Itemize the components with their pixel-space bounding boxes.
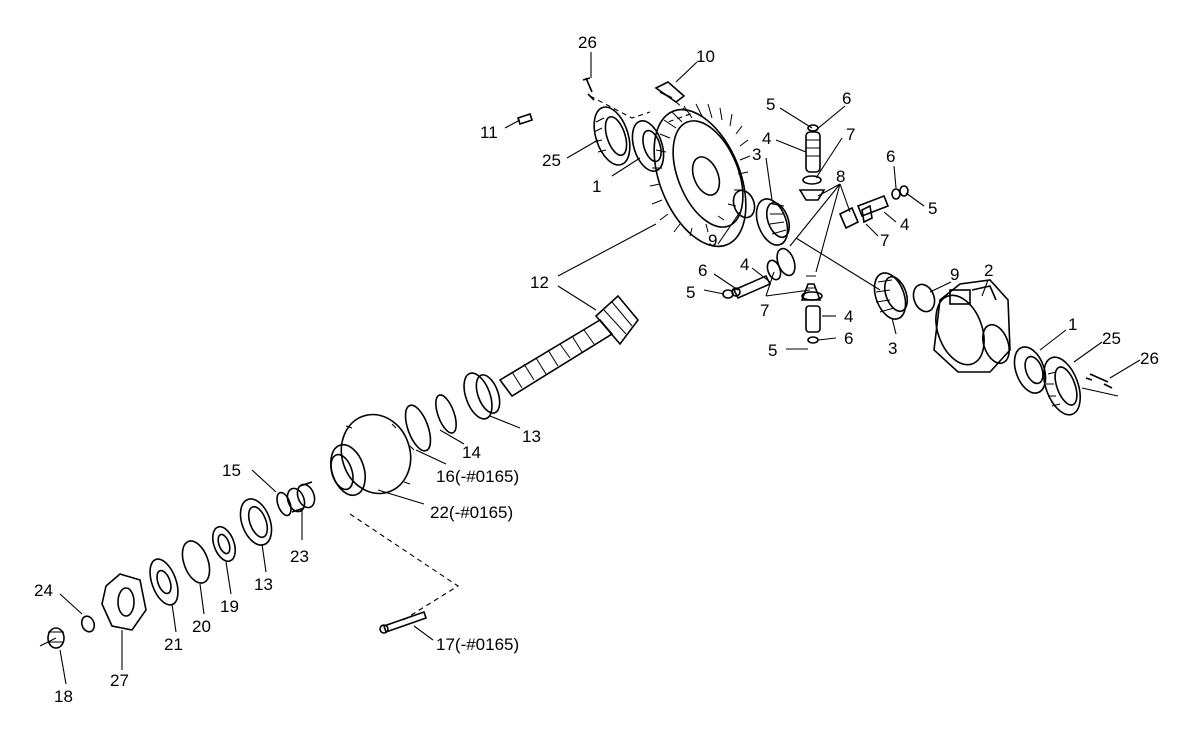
part-27-companion-flange: [101, 573, 147, 631]
callout-26-right: 26: [1140, 349, 1159, 368]
part-17-bolt: [379, 610, 428, 634]
callout-3-right: 3: [888, 339, 897, 358]
part-20-washer: [181, 540, 211, 584]
callout-13-lower: 13: [254, 575, 273, 594]
callout-2: 2: [984, 261, 993, 280]
part-9-thrust-washer-left: [732, 189, 756, 219]
callout-7-right: 7: [880, 231, 889, 250]
callout-5-right: 5: [928, 199, 937, 218]
part-16-o-ring: [404, 404, 432, 452]
callout-11: 11: [480, 123, 498, 142]
callout-22: 22(-#0165): [430, 503, 513, 522]
part-15-oil-slinger: [276, 491, 292, 517]
callout-8: 8: [836, 167, 845, 186]
callout-9-left: 9: [708, 231, 717, 250]
callout-13-upper: 13: [522, 427, 541, 446]
callout-7-bottom: 7: [760, 301, 769, 320]
part-1-bearing-left: [631, 120, 665, 172]
callout-5-bottom: 5: [768, 341, 777, 360]
part-1-bearing-right: [1013, 346, 1047, 394]
dash-line-top-left: [589, 95, 651, 119]
callout-16: 16(-#0165): [436, 467, 519, 486]
part-14-shim: [435, 394, 457, 434]
callout-5-top: 5: [766, 95, 775, 114]
dash-line-cage-bolt: [349, 513, 460, 623]
callout-24: 24: [34, 581, 53, 600]
part-ring-gear: [649, 103, 751, 248]
callout-3-left: 3: [752, 145, 761, 164]
part-25-adjust-nut-right: [1042, 356, 1082, 416]
callout-15: 15: [222, 461, 241, 480]
callout-4-left: 4: [740, 255, 749, 274]
callout-12: 12: [530, 273, 549, 292]
callout-25-right: 25: [1102, 329, 1121, 348]
axis-line-case: [795, 237, 881, 291]
part-2-differential-case: [933, 279, 1011, 373]
part-10-bolt: [654, 81, 686, 103]
callout-1-left: 1: [592, 177, 601, 196]
callout-6-right: 6: [886, 147, 895, 166]
callout-4-bottom: 4: [844, 307, 853, 326]
callout-27: 27: [110, 671, 129, 690]
part-21-dust-cover: [149, 558, 179, 606]
part-9-thrust-washer-right: [912, 283, 936, 313]
part-13-bearing-upper: [463, 372, 501, 420]
callout-20: 20: [192, 617, 211, 636]
part-pinion-shaft-top: [798, 124, 826, 201]
axis-line-right: [1081, 387, 1119, 397]
part-3-side-gear-left: [755, 198, 791, 246]
part-23-spacer: [286, 481, 316, 513]
part-12-drive-pinion: [498, 294, 640, 398]
part-26-bolt-right: [1085, 373, 1113, 389]
part-pinion-shaft-bottom: [800, 275, 823, 344]
callout-1-right: 1: [1068, 315, 1077, 334]
callout-6-left: 6: [698, 261, 707, 280]
callout-9-right: 9: [950, 265, 959, 284]
callout-7-top: 7: [846, 125, 855, 144]
part-11-pin: [516, 112, 534, 126]
callout-6-top: 6: [842, 89, 851, 108]
callout-23: 23: [290, 547, 309, 566]
part-13-bearing-lower: [239, 498, 273, 546]
part-25-adjust-nut-left: [593, 106, 631, 166]
callout-10: 10: [696, 47, 715, 66]
callout-5-left: 5: [686, 283, 695, 302]
callout-6-bottom: 6: [844, 329, 853, 348]
part-pinion-shaft-right: [838, 185, 909, 230]
callout-18: 18: [54, 687, 73, 706]
callout-14: 14: [462, 443, 481, 462]
callout-19: 19: [220, 597, 239, 616]
callout-26-top: 26: [578, 33, 597, 52]
callout-25-left: 25: [542, 151, 561, 170]
part-3-side-gear-right: [873, 272, 909, 320]
callout-17: 17(-#0165): [436, 635, 519, 654]
part-pinion-shaft-left: [722, 247, 796, 300]
callout-21: 21: [164, 635, 183, 654]
part-24-o-ring: [80, 615, 96, 633]
axis-line-nut: [39, 637, 57, 647]
leader-lines: [59, 52, 1141, 685]
part-19-seal: [211, 525, 237, 563]
part-18-nut: [47, 627, 65, 649]
callout-4-right: 4: [900, 215, 909, 234]
callout-4-top: 4: [762, 129, 771, 148]
dash-line-top-bolt: [667, 101, 692, 123]
part-22-pinion-cage: [329, 413, 415, 497]
